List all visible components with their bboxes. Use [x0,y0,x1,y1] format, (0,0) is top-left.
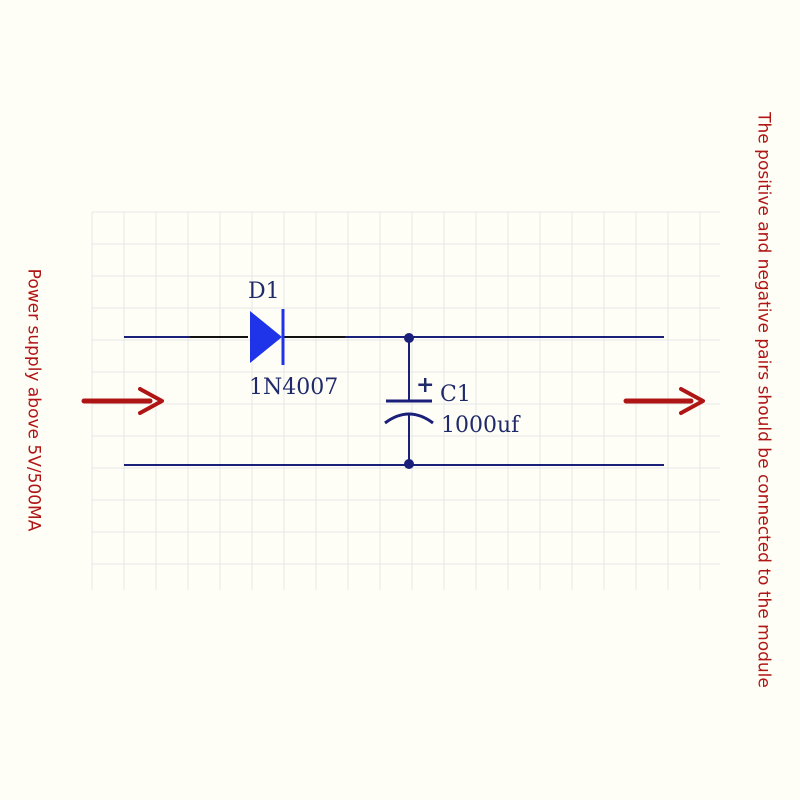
diode-value-label: 1N4007 [249,375,338,400]
output-arrow-icon [623,387,705,415]
junction-bottom [404,459,414,469]
input-arrow-icon [81,387,164,415]
capacitor-value-label: 1000uf [441,413,521,438]
capacitor-ref-label: C1 [440,382,471,407]
junction-top [404,333,414,343]
capacitor-plate-negative [384,412,434,425]
diode-icon [250,311,282,363]
output-connection-note: The positive and negative pairs should b… [753,112,774,688]
diode-ref-label: D1 [248,279,280,304]
input-power-note: Power supply above 5V/500MA [23,268,44,532]
capacitor-polarity-label: + [416,372,434,398]
